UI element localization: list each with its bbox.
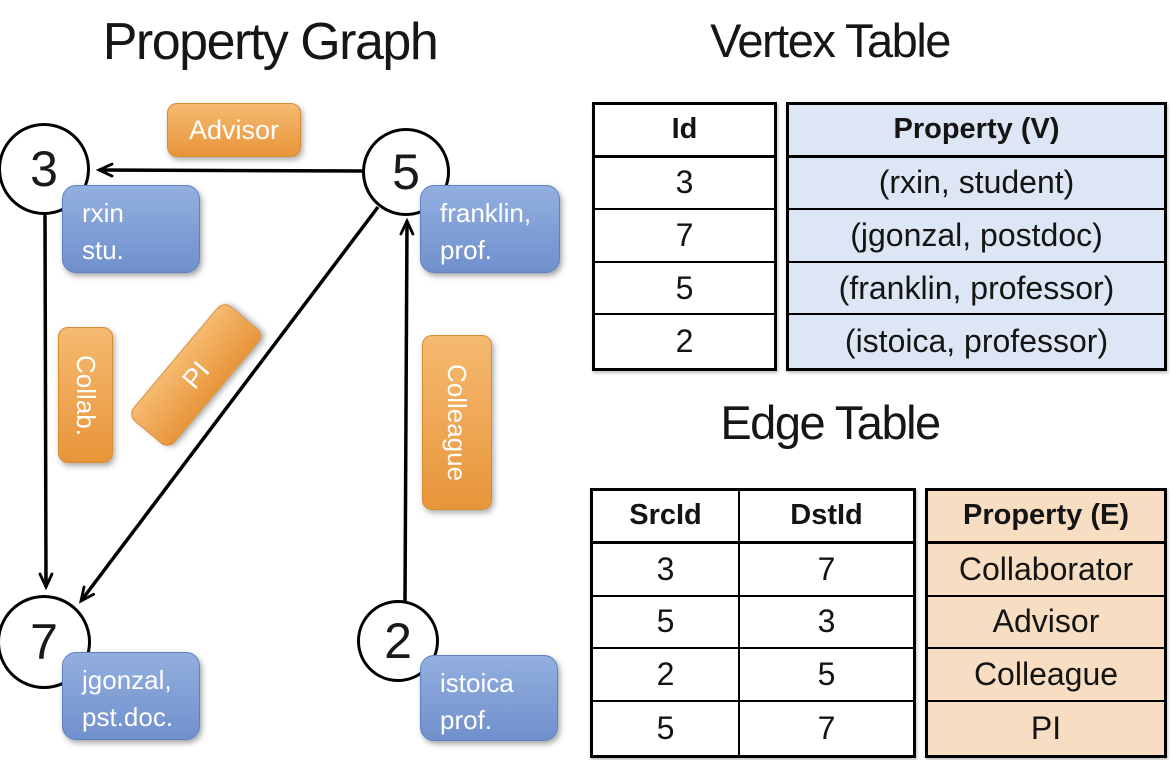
edge-label-text: PI [175,355,216,395]
vertex-table-id-cell: 7 [595,210,774,263]
edge-table-srcid-cell: 2 [593,649,740,703]
vertex-table-property-cell: (rxin, student) [789,157,1164,211]
edge-line-collab-3-to-7 [45,214,46,587]
edge-table-src-dst-columns: SrcId DstId 3 7 5 3 2 5 5 7 [590,488,916,758]
edge-table-header-property: Property (E) [928,491,1164,544]
edge-label-text: Colleague [442,363,473,482]
edge-table-header-dstid: DstId [740,491,913,544]
vertex-table-property-cell: (istoica, professor) [789,315,1164,368]
vertex-table-id-cell: 2 [675,323,694,360]
node-property-label-franklin: franklin, prof. [420,185,560,273]
vertex-table-title: Vertex Table [710,14,951,67]
edge-table-property-column: Property (E) Collaborator Advisor Collea… [925,488,1167,758]
property-graph-title: Property Graph [102,13,439,71]
node-id-label: 7 [30,614,58,670]
node-id-label: 3 [30,141,58,197]
graph-node-3: 3 [0,123,90,215]
edge-table-property-cell: Collaborator [928,543,1164,597]
edge-table-header-srcid: SrcId [593,491,740,544]
vertex-table-property-cell: (jgonzal, postdoc) [789,210,1164,263]
edge-table-dstid-cell: 3 [740,597,913,650]
node-property-label-jgonzal: jgonzal, pst.doc. [62,652,200,740]
edge-table-srcid-cell: 5 [593,702,740,755]
vertex-table-id-column: Id 3 7 5 2 [592,102,777,371]
edge-line-advisor-5-to-3 [99,170,364,171]
edge-label-pi: PI [127,300,265,450]
vertex-table-id-cell: 5 [595,263,774,316]
edge-table-property-cell: PI [928,702,1164,755]
node-label-line: pst.doc. [82,701,174,732]
node-label-line: prof. [440,704,493,735]
edge-label-collab: Collab. [58,327,113,463]
edge-table-dstid-cell: 7 [817,710,836,747]
vertex-table-header-id: Id [595,105,774,158]
node-property-label-rxin: rxin stu. [62,185,200,273]
node-label-line: jgonzal, [82,665,172,695]
edge-table-srcid-cell: 5 [593,596,740,650]
edge-label-text: Collab. [71,354,101,436]
edge-table-dstid-cell: 7 [740,544,913,597]
node-label-line: istoica [440,668,514,698]
vertex-table-header-property: Property (V) [789,105,1164,158]
edge-table-srcid-cell: 3 [593,543,740,597]
edge-line-colleague-2-to-5 [405,221,407,602]
edge-table-dstid-cell: 5 [740,649,913,703]
edge-table-property-cell: Colleague [928,649,1164,703]
node-label-line: rxin [82,198,124,228]
edge-table-property-cell: Advisor [928,596,1164,650]
node-label-line: franklin, [440,198,532,228]
node-label-line: prof. [440,234,493,265]
vertex-table-id-cell: 3 [595,158,774,211]
node-id-label: 2 [384,613,412,669]
vertex-table-property-cell: (franklin, professor) [789,262,1164,316]
edge-label-text: Advisor [188,114,280,145]
edge-table-title: Edge Table [720,396,941,449]
edge-label-colleague: Colleague [422,335,492,510]
edge-label-advisor: Advisor [167,103,301,157]
node-property-label-istoica: istoica prof. [420,655,558,741]
node-label-line: stu. [82,234,124,265]
node-id-label: 5 [392,144,420,200]
graph-node-5: 5 [362,128,450,216]
vertex-table-property-column: Property (V) (rxin, student) (jgonzal, p… [786,102,1167,371]
